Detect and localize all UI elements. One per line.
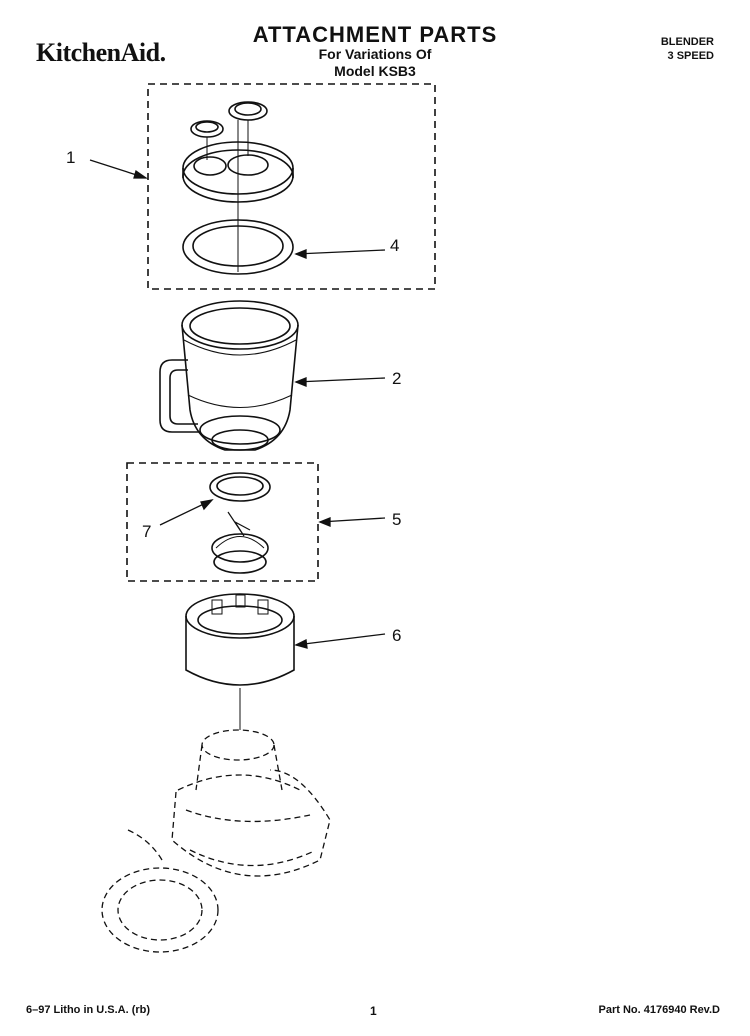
brand-logo: KitchenAid. [36,38,166,67]
motor-base-outline [101,729,331,953]
filler-caps [190,101,268,160]
product-type-label: BLENDER [660,36,714,48]
footer-page-number: 1 [370,1004,377,1018]
callout-6: 6 [392,626,402,645]
leader-lines [89,159,386,649]
subtitle-variations: For Variations Of [318,46,432,62]
footer-print-info: 6–97 Litho in U.S.A. (rb) [26,1004,151,1016]
subtitle-model: Model KSB3 [334,63,416,79]
callout-5: 5 [392,510,402,529]
callout-1: 1 [66,148,76,167]
blade-group-box [126,462,319,582]
footer-part-number: Part No. 4176940 Rev.D [598,1004,720,1016]
lid-group-box [147,83,436,290]
product-speed-label: 3 SPEED [667,50,714,62]
callout-7: 7 [142,522,152,541]
callout-2: 2 [392,369,402,388]
blender-jar [159,300,299,451]
lid-gasket [182,219,294,275]
page-title: ATTACHMENT PARTS [252,22,498,47]
lid [182,141,294,203]
jar-base-collar [185,593,295,686]
callout-4: 4 [390,236,400,255]
blade-assembly [209,472,271,574]
